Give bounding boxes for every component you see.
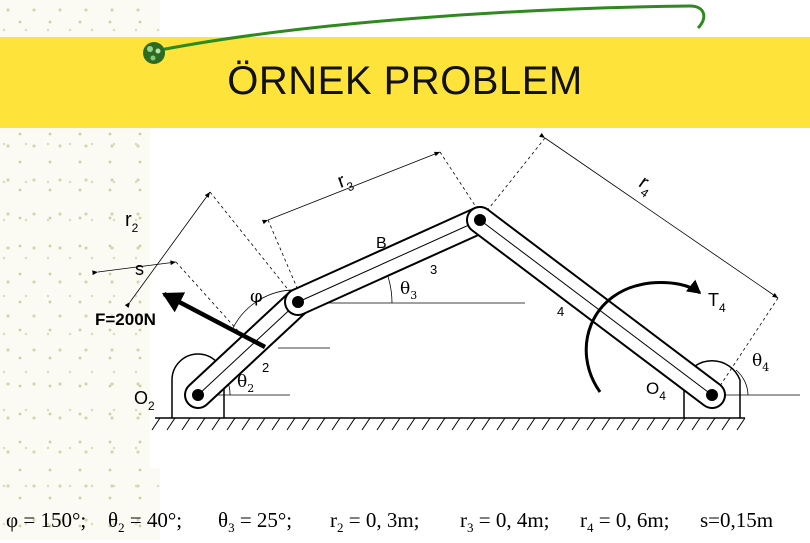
joints: [192, 214, 718, 401]
given-theta3: θ3 = 25°;: [218, 508, 293, 536]
given-theta2: θ2 = 40°;: [108, 508, 183, 536]
joint-b: [474, 214, 486, 226]
theta3-label: θ3: [400, 279, 417, 302]
torque-arrow: [584, 279, 702, 393]
link-2: [184, 288, 312, 409]
theta2-label: θ2: [237, 372, 254, 395]
joint-o4: [706, 389, 718, 401]
ground: [151, 417, 746, 431]
link-3: [284, 206, 494, 316]
given-r3: r3 = 0, 4m;: [460, 508, 550, 536]
o4-label: O4: [646, 379, 666, 403]
given-phi: φ = 150°;: [6, 508, 87, 532]
title-band: [0, 37, 810, 128]
o2-label: O2: [134, 388, 155, 413]
given-s: s=0,15m: [700, 508, 774, 532]
joint-o2: [192, 389, 204, 401]
r4-label: r4: [632, 172, 658, 201]
force-arrow: [162, 292, 267, 349]
link3-number: 3: [430, 262, 437, 277]
theta4-label: θ4: [752, 351, 769, 374]
joint-a: [292, 296, 304, 308]
link4-number: 4: [557, 304, 564, 319]
force-label: F=200N: [95, 310, 156, 329]
given-r2: r2 = 0, 3m;: [330, 508, 420, 536]
bullet-ball-icon: [143, 42, 165, 64]
page-title: ÖRNEK PROBLEM: [227, 59, 583, 103]
r2-label: r2: [125, 209, 139, 235]
link2-number: 2: [262, 360, 269, 375]
s-label: s: [135, 259, 144, 279]
t4-label: T4: [708, 290, 726, 315]
green-swoosh-line: [149, 4, 706, 54]
given-r4: r4 = 0, 6m;: [580, 508, 670, 536]
reference-lines: [92, 132, 800, 396]
b-label: B: [376, 235, 387, 252]
link-4: [466, 206, 726, 409]
phi-label: φ: [250, 286, 263, 307]
